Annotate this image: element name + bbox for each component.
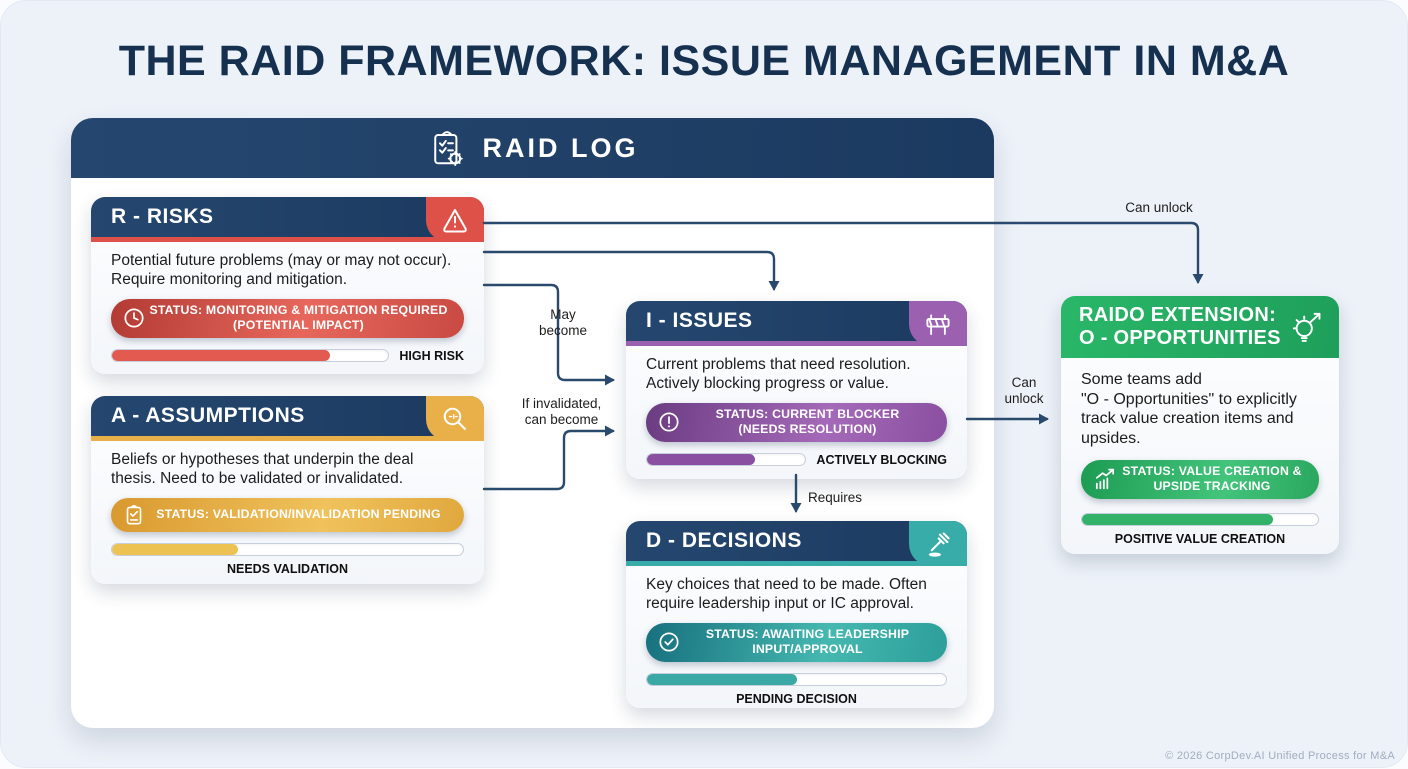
label-may-become: May become [538, 307, 588, 338]
copyright-text: © 2026 CorpDev.AI Unified Process for M&… [1165, 750, 1395, 762]
growth-chart-icon [1091, 465, 1119, 493]
assumptions-description: Beliefs or hypotheses that underpin the … [111, 451, 414, 487]
issues-status-label: STATUS: CURRENT BLOCKER (NEEDS RESOLUTIO… [715, 406, 900, 437]
page-title: THE RAID FRAMEWORK: ISSUE MANAGEMENT IN … [118, 37, 1290, 85]
decisions-status-label: STATUS: AWAITING LEADERSHIP INPUT/APPROV… [705, 626, 910, 657]
label-requires: Requires [808, 490, 863, 505]
assumptions-progress-track [111, 542, 464, 556]
card-assumptions: A - ASSUMPTIONS Beliefs or hypotheses th… [91, 396, 484, 584]
decisions-title: D - DECISIONS [646, 529, 802, 552]
decisions-description: Key choices that need to be made. Often … [646, 576, 927, 612]
opportunities-progress-track [1081, 512, 1319, 526]
issues-title: I - ISSUES [646, 309, 753, 332]
issues-progress-label: ACTIVELY BLOCKING [816, 452, 947, 467]
issues-progress-fill [647, 454, 755, 466]
assumptions-status-label: STATUS: VALIDATION/INVALIDATION PENDING [156, 507, 441, 522]
assumptions-progress-fill [112, 543, 239, 555]
assumptions-status-pill: STATUS: VALIDATION/INVALIDATION PENDING [111, 497, 464, 532]
assumptions-accent-strip [91, 436, 484, 441]
card-decisions: D - DECISIONS Key choices that need to b… [626, 521, 967, 708]
card-opportunities: RAIDO EXTENSION: O - OPPORTUNITIES Some … [1061, 296, 1339, 554]
clipboard-gear-icon [427, 128, 467, 168]
opportunities-progress-fill [1082, 513, 1274, 525]
opportunities-header: RAIDO EXTENSION: O - OPPORTUNITIES [1061, 296, 1339, 358]
lightbulb-arrow-icon [1289, 309, 1325, 345]
opportunities-status-label: STATUS: VALUE CREATION & UPSIDE TRACKING [1122, 464, 1302, 494]
risks-status-label: STATUS: MONITORING & MITIGATION REQUIRED… [149, 302, 448, 333]
decisions-accent-strip [626, 561, 967, 566]
assumptions-progress-label: NEEDS VALIDATION [226, 561, 349, 576]
risks-description: Potential future problems (may or may no… [111, 252, 452, 288]
raid-log-title: RAID LOG [482, 132, 639, 163]
opportunities-description: Some teams add "O - Opportunities" to ex… [1081, 371, 1297, 447]
risks-title: R - RISKS [111, 205, 214, 228]
risks-progress-fill [112, 350, 331, 362]
risks-accent-strip [91, 237, 484, 242]
issues-progress-track [646, 453, 807, 467]
card-issues: I - ISSUES Current problems that need re… [626, 301, 967, 479]
assumptions-header: A - ASSUMPTIONS [91, 396, 484, 441]
gavel-icon [909, 521, 967, 566]
roadblock-icon [909, 301, 967, 346]
label-can-unlock-top: Can unlock [1125, 200, 1193, 215]
raid-log-header: RAID LOG [71, 118, 994, 178]
risks-header: R - RISKS [91, 197, 484, 242]
label-if-invalidated: If invalidated, can become [521, 396, 602, 427]
clipboard-check-icon [121, 502, 147, 528]
issues-header: I - ISSUES [626, 301, 967, 346]
exclamation-circle-icon [656, 409, 682, 435]
assumptions-title: A - ASSUMPTIONS [111, 404, 305, 427]
opportunities-status-pill: STATUS: VALUE CREATION & UPSIDE TRACKING [1081, 460, 1319, 499]
magnifier-icon [426, 396, 484, 441]
check-circle-icon [656, 629, 682, 655]
risks-progress-track [111, 349, 390, 363]
label-can-unlock-mid: Can unlock [1004, 375, 1044, 406]
risks-progress-label: HIGH RISK [399, 348, 464, 363]
clock-icon [121, 305, 147, 331]
issues-description: Current problems that need resolution. A… [646, 356, 911, 392]
decisions-header: D - DECISIONS [626, 521, 967, 566]
risks-status-pill: STATUS: MONITORING & MITIGATION REQUIRED… [111, 298, 464, 338]
decisions-progress-track [646, 672, 947, 686]
card-risks: R - RISKS Potential future problems (may… [91, 197, 484, 374]
opportunities-progress-label: POSITIVE VALUE CREATION [1114, 531, 1286, 546]
decisions-status-pill: STATUS: AWAITING LEADERSHIP INPUT/APPROV… [646, 622, 947, 662]
opportunities-title: RAIDO EXTENSION: O - OPPORTUNITIES [1079, 304, 1281, 349]
warning-triangle-icon [426, 197, 484, 242]
decisions-progress-fill [647, 673, 797, 685]
issues-accent-strip [626, 341, 967, 346]
issues-status-pill: STATUS: CURRENT BLOCKER (NEEDS RESOLUTIO… [646, 402, 947, 442]
decisions-progress-label: PENDING DECISION [736, 691, 857, 706]
